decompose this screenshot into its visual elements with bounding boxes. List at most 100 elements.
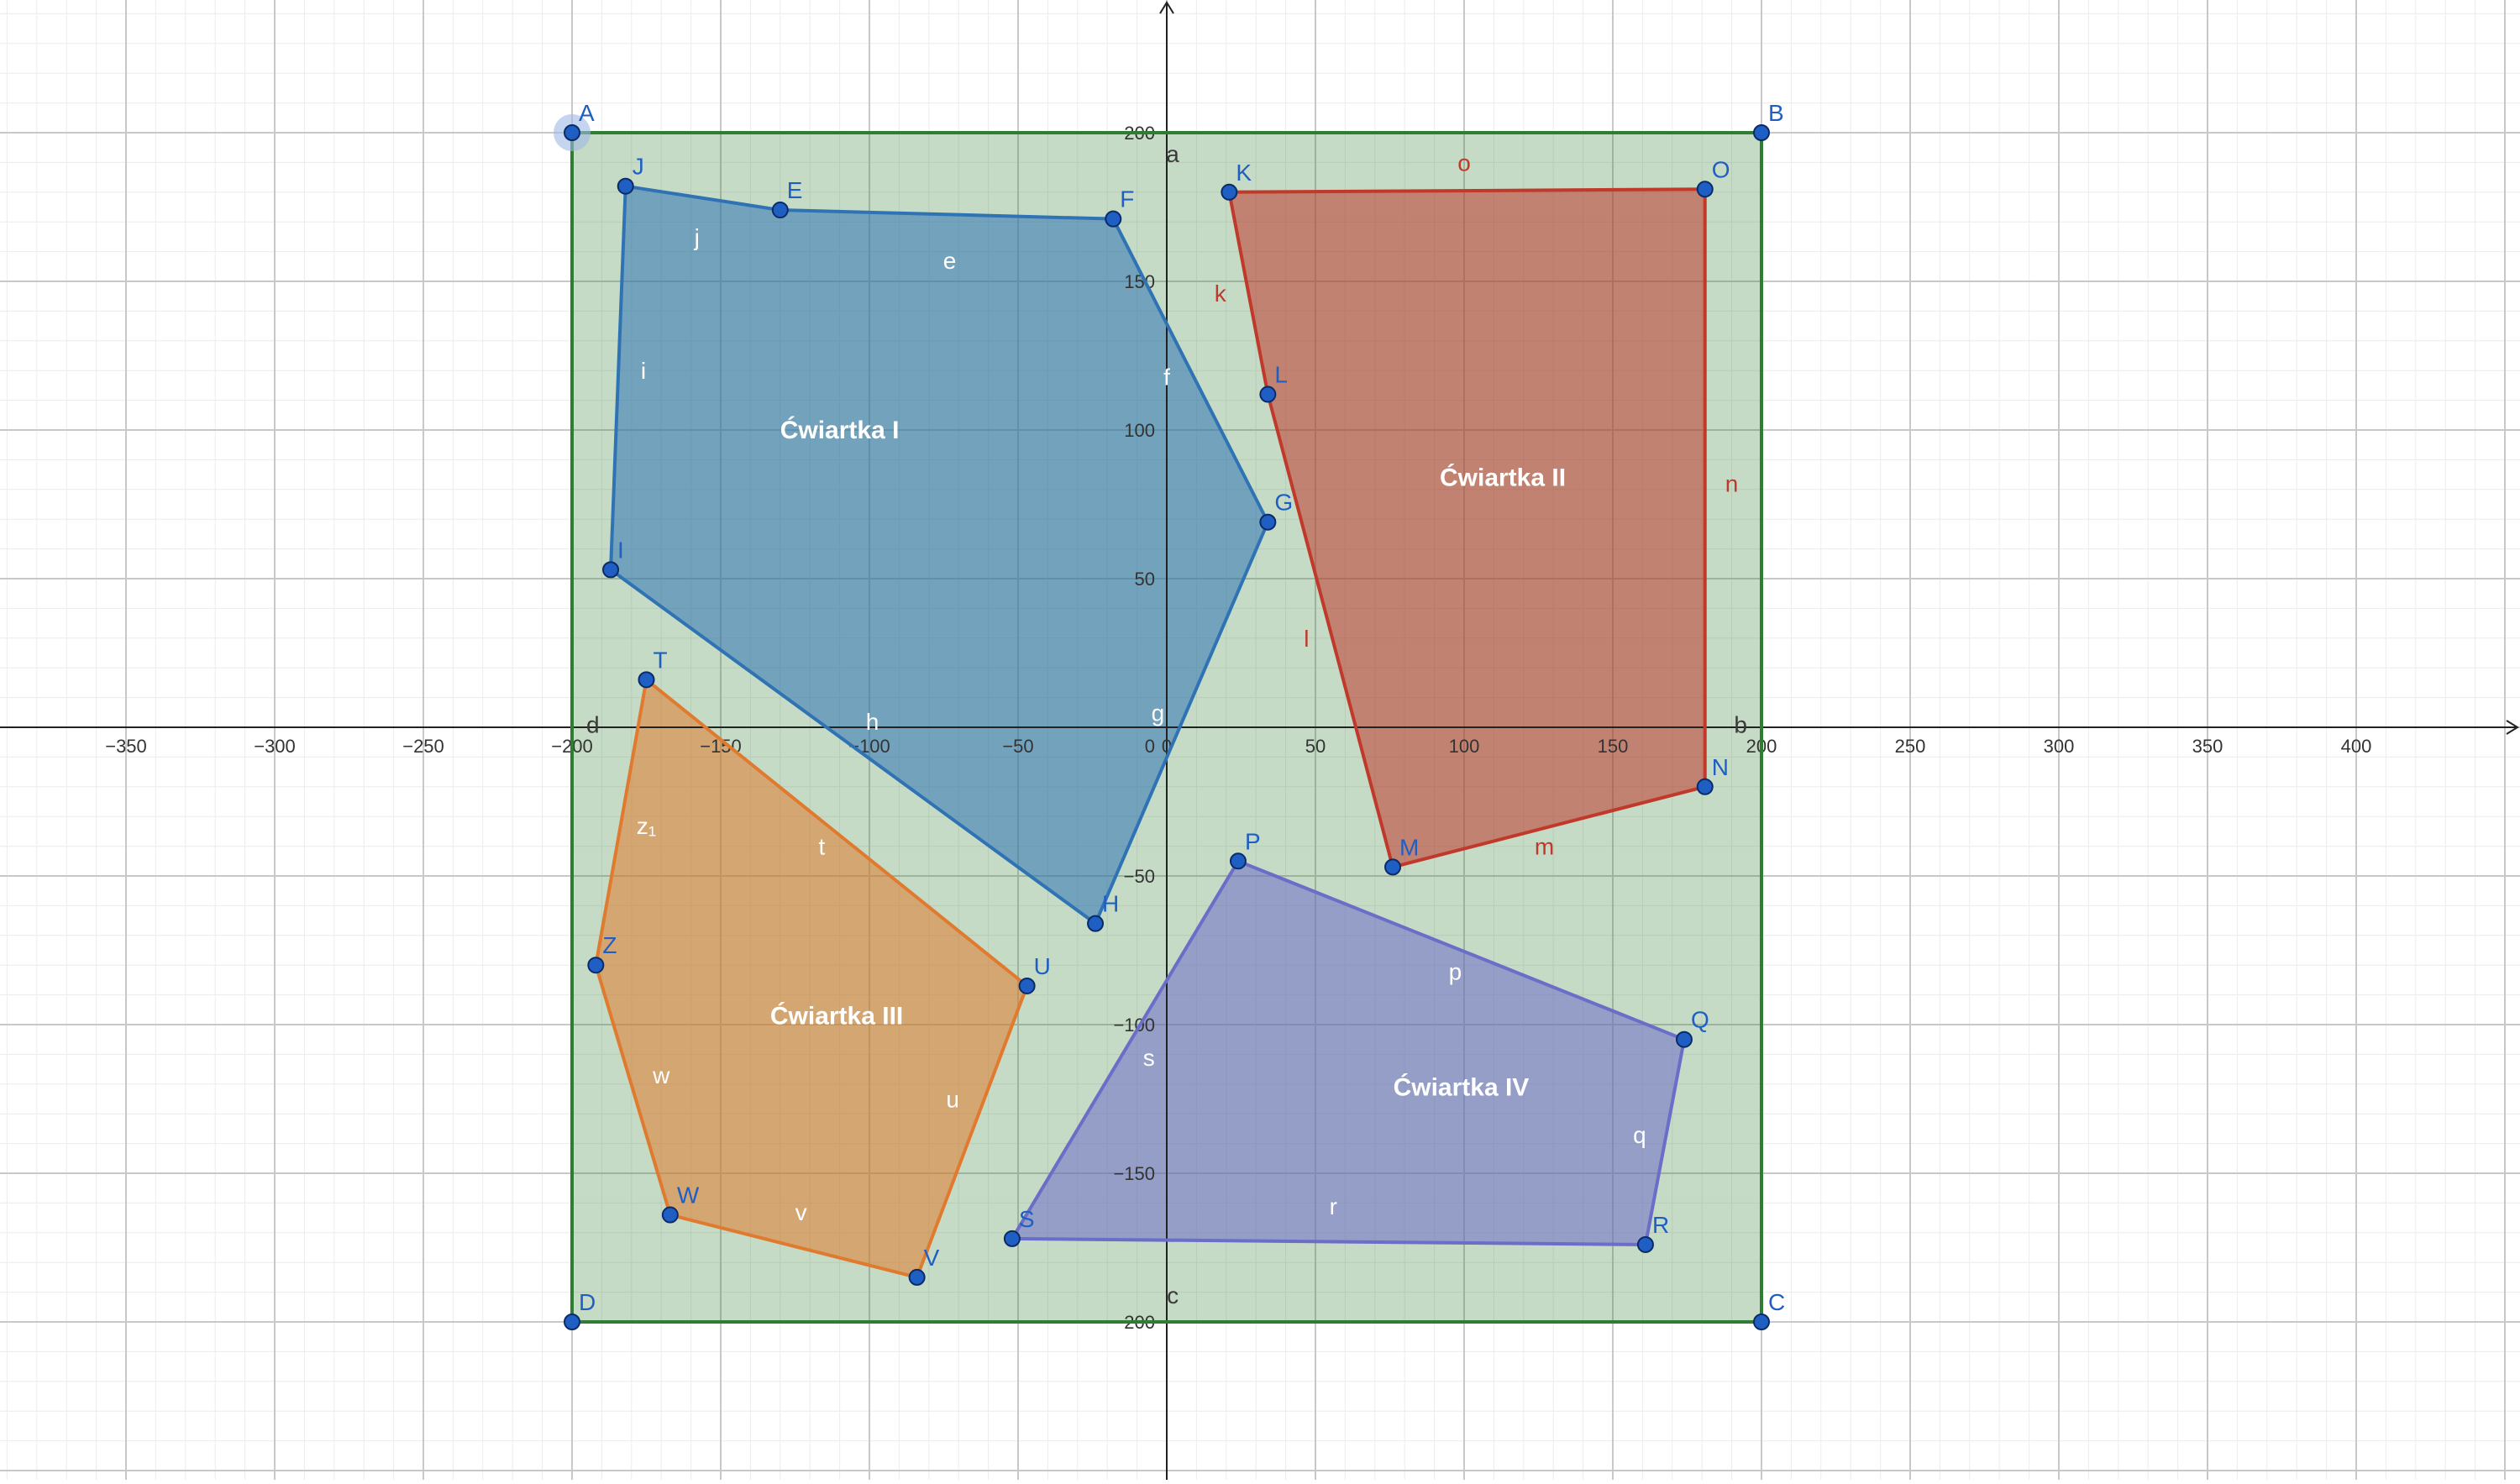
x-tick-label: 50 xyxy=(1305,736,1326,757)
x-tick-label: 250 xyxy=(1895,736,1926,757)
polygon-q1-edge[interactable] xyxy=(609,184,627,572)
segment-label-p: p xyxy=(1449,958,1462,984)
point-label-a: A xyxy=(579,100,595,126)
point-j[interactable] xyxy=(617,177,634,195)
x-tick-label: −50 xyxy=(1002,736,1033,757)
y-tick-label: −150 xyxy=(1113,1163,1155,1184)
point-label-k: K xyxy=(1236,160,1252,186)
point-l[interactable] xyxy=(1259,385,1277,403)
polygon-q1-edge[interactable] xyxy=(1111,217,1270,524)
polygon-q4-edge[interactable] xyxy=(1236,859,1686,1041)
segment-label-h: h xyxy=(866,709,879,735)
polygon-name-label: Ćwiartka II xyxy=(1440,464,1566,492)
point-r[interactable] xyxy=(1636,1235,1654,1253)
segment-label-n: n xyxy=(1725,471,1739,497)
segment-label-l: l xyxy=(1304,626,1309,652)
point-label-n: N xyxy=(1712,754,1729,780)
x-axis-arrow-icon xyxy=(2506,720,2519,735)
point-m[interactable] xyxy=(1384,858,1402,876)
point-e[interactable] xyxy=(771,202,789,219)
polygon-q2-edge[interactable] xyxy=(1227,187,1707,194)
point-k[interactable] xyxy=(1221,183,1238,201)
y-axis-arrow-icon xyxy=(1159,1,1174,14)
x-tick-label: −250 xyxy=(402,736,444,757)
point-label-g: G xyxy=(1274,490,1293,516)
x-tick-label: 150 xyxy=(1598,736,1629,757)
point-g[interactable] xyxy=(1259,513,1277,531)
polygon-q3-edge[interactable] xyxy=(594,963,672,1217)
segment-label-d: d xyxy=(586,711,600,737)
point-label-p: P xyxy=(1245,828,1261,854)
point-t[interactable] xyxy=(638,671,655,689)
x-tick-label: −300 xyxy=(254,736,296,757)
point-label-d: D xyxy=(579,1289,596,1315)
polygon-q3-edge[interactable] xyxy=(644,678,1029,988)
point-h[interactable] xyxy=(1087,915,1105,932)
point-label-l: L xyxy=(1274,362,1288,388)
point-c[interactable] xyxy=(1753,1314,1770,1330)
point-s[interactable] xyxy=(1003,1230,1021,1247)
polygon-name-label: Ćwiartka I xyxy=(780,416,900,444)
point-p[interactable] xyxy=(1229,852,1247,870)
point-w[interactable] xyxy=(661,1206,679,1224)
segment-label-z1: z₁ xyxy=(637,813,656,839)
polygon-q4-edge[interactable] xyxy=(1010,859,1240,1240)
point-u[interactable] xyxy=(1018,977,1036,994)
point-i[interactable] xyxy=(602,561,620,579)
point-q[interactable] xyxy=(1675,1030,1693,1048)
segment-label-s: s xyxy=(1143,1045,1155,1071)
shape-edges xyxy=(570,131,1763,1324)
polygon-q2-edge[interactable] xyxy=(1227,190,1270,396)
point-label-w: W xyxy=(677,1182,700,1209)
polygon-q2-edge[interactable] xyxy=(1391,784,1707,869)
point-b[interactable] xyxy=(1753,124,1770,141)
point-v[interactable] xyxy=(908,1268,926,1286)
segment-label-f: f xyxy=(1163,364,1170,390)
shape-fills xyxy=(572,133,1761,1322)
segment-label-i: i xyxy=(641,358,646,384)
point-z[interactable] xyxy=(587,957,605,974)
segment-label-w: w xyxy=(652,1062,670,1088)
polygon-q3-edge[interactable] xyxy=(668,1213,919,1279)
polygon-q3-fill[interactable] xyxy=(596,679,1027,1277)
point-d[interactable] xyxy=(564,1314,580,1330)
segment-label-r: r xyxy=(1330,1193,1337,1219)
polygon-q3-edge[interactable] xyxy=(915,983,1029,1279)
point-label-m: M xyxy=(1399,834,1419,860)
point-n[interactable] xyxy=(1696,778,1714,795)
polygon-q1-edge[interactable] xyxy=(609,568,1098,926)
point-label-j: J xyxy=(633,154,644,180)
point-o[interactable] xyxy=(1696,181,1714,198)
segment-label-t: t xyxy=(818,834,825,860)
polygon-q3-edge[interactable] xyxy=(594,678,648,967)
segment-label-j: j xyxy=(694,224,700,250)
segment-label-b: b xyxy=(1734,711,1747,737)
segment-label-u: u xyxy=(946,1087,959,1113)
point-label-v: V xyxy=(924,1245,940,1271)
x-tick-label: −100 xyxy=(848,736,890,757)
polygon-q1-fill[interactable] xyxy=(611,186,1268,924)
point-label-q: Q xyxy=(1691,1007,1709,1033)
point-label-r: R xyxy=(1652,1212,1669,1238)
point-label-b: B xyxy=(1768,100,1784,126)
polygon-q1-edge[interactable] xyxy=(623,184,782,212)
origin-label: 0 xyxy=(1145,736,1155,757)
point-f[interactable] xyxy=(1105,210,1122,228)
polygon-q1-edge[interactable] xyxy=(778,208,1116,221)
point-label-s: S xyxy=(1019,1206,1035,1232)
segment-label-o: o xyxy=(1457,149,1471,176)
polygon-q1-edge[interactable] xyxy=(1094,520,1270,926)
point-label-f: F xyxy=(1120,186,1134,212)
polygon-q4-edge[interactable] xyxy=(1643,1037,1686,1246)
point-a[interactable] xyxy=(564,124,580,141)
polygon-q4-fill[interactable] xyxy=(1011,861,1684,1245)
segment-label-v: v xyxy=(795,1199,807,1225)
polygon-q4-edge[interactable] xyxy=(1010,1236,1647,1246)
segment-label-g: g xyxy=(1152,700,1165,726)
polygon-q2-edge[interactable] xyxy=(1266,392,1395,869)
segment-label-c: c xyxy=(1167,1282,1179,1308)
segment-label-k: k xyxy=(1215,281,1227,307)
